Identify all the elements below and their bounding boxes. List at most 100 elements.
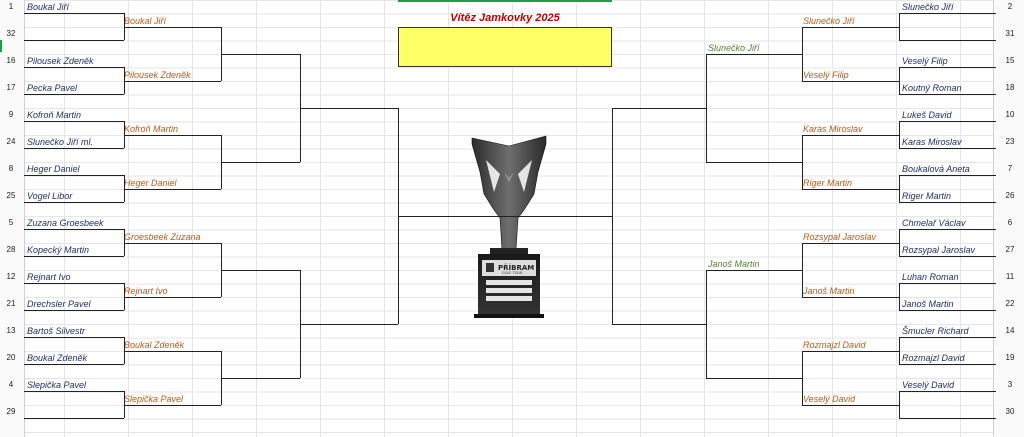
bracket-line [802, 189, 899, 190]
selection-border [398, 0, 612, 2]
round2-name[interactable]: Rozmajzl David [803, 340, 866, 350]
bracket-line [124, 135, 221, 136]
bracket-line [124, 13, 125, 40]
player-name[interactable]: Slepička Pavel [27, 380, 87, 390]
seed-number: 30 [1005, 407, 1015, 416]
seed-number: 15 [1005, 56, 1015, 65]
round2-name[interactable]: Slepička Pavel [124, 394, 184, 404]
bracket-line [124, 297, 221, 298]
seed-number: 20 [6, 353, 16, 362]
bracket-line [124, 337, 125, 364]
player-name[interactable]: Heger Daniel [27, 164, 80, 174]
player-name[interactable]: Slunečko Jiří ml. [27, 137, 94, 147]
player-name[interactable]: Veselý Filip [902, 56, 948, 66]
player-name[interactable]: Zuzana Groesbeek [27, 218, 104, 228]
player-name[interactable]: Veselý David [902, 380, 955, 390]
bracket-line [706, 378, 802, 379]
player-name[interactable]: Luhan Roman [902, 272, 959, 282]
bracket-line [706, 162, 802, 163]
round2-name[interactable]: Pilousek Zdeněk [124, 70, 191, 80]
bracket-line [802, 27, 899, 28]
bracket-line [221, 378, 300, 379]
bracket-line [24, 175, 124, 176]
player-name[interactable]: Drechsler Pavel [27, 299, 91, 309]
seed-number: 23 [1005, 137, 1015, 146]
seed-number: 24 [6, 137, 16, 146]
bracket-line [899, 256, 996, 257]
player-name[interactable]: Šmucler Richard [902, 326, 969, 336]
bracket-line [899, 148, 996, 149]
seed-number: 28 [6, 245, 16, 254]
player-name[interactable]: Karas Miroslav [902, 137, 962, 147]
round4-name[interactable]: Janoš Martin [708, 259, 760, 269]
round2-name[interactable]: Slunečko Jiří [803, 16, 855, 26]
seed-number: 10 [1005, 110, 1015, 119]
player-name[interactable]: Chmelař Václav [902, 218, 966, 228]
player-name[interactable]: Riger Martin [902, 191, 952, 201]
bracket-line [802, 81, 899, 82]
bracket-line [899, 175, 996, 176]
bracket-line [899, 121, 996, 122]
player-name[interactable]: Vogel Libor [27, 191, 73, 201]
seed-number: 6 [1007, 218, 1013, 227]
round2-name[interactable]: Boukal Zdeněk [124, 340, 185, 350]
bracket-line [124, 243, 221, 244]
bracket-line [802, 297, 899, 298]
round2-name[interactable]: Veselý Filip [803, 70, 849, 80]
bracket-line [802, 27, 803, 81]
trophy-icon: PŘÍBRAM GOLF TOUR [471, 135, 547, 318]
right-gutter-column [993, 0, 1024, 437]
bracket-line [24, 67, 124, 68]
bracket-line [612, 108, 613, 324]
round2-name[interactable]: Karas Miroslav [803, 124, 863, 134]
player-name[interactable]: Rejnart Ivo [27, 272, 71, 282]
player-name[interactable]: Janoš Martin [902, 299, 954, 309]
seed-number: 31 [1005, 29, 1015, 38]
seed-number: 5 [8, 218, 14, 227]
bracket-line [24, 121, 124, 122]
player-name[interactable]: Kopecký Martin [27, 245, 90, 255]
round4-name[interactable]: Slunečko Jiří [708, 43, 760, 53]
player-name[interactable]: Boukal Jiří [27, 2, 70, 12]
seed-number: 9 [8, 110, 14, 119]
bracket-line [24, 256, 124, 257]
round2-name[interactable]: Boukal Jiří [124, 16, 167, 26]
bracket-line [899, 13, 996, 14]
round2-name[interactable]: Riger Martin [803, 178, 853, 188]
round2-name[interactable]: Groesbeek Zuzana [124, 232, 201, 242]
page-title: Vítěz Jamkovky 2025 [450, 12, 560, 24]
seed-number: 11 [1005, 272, 1015, 281]
bracket-line [899, 337, 900, 364]
round2-name[interactable]: Rejnart Ivo [124, 286, 168, 296]
player-name[interactable]: Kofroň Martin [27, 110, 82, 120]
player-name[interactable]: Koutný Roman [902, 83, 962, 93]
bracket-line [899, 283, 996, 284]
bracket-line [24, 283, 124, 284]
round2-name[interactable]: Rozsypal Jaroslav [803, 232, 877, 242]
round2-name[interactable]: Janoš Martin [803, 286, 855, 296]
bracket-line [899, 310, 996, 311]
player-name[interactable]: Bartoš Silvestr [27, 326, 86, 336]
trophy-plate-brand: PŘÍBRAM [498, 263, 534, 272]
player-name[interactable]: Rozmajzl David [902, 353, 965, 363]
round2-name[interactable]: Veselý David [803, 394, 856, 404]
player-name[interactable]: Lukeš David [902, 110, 952, 120]
bracket-line [124, 121, 125, 148]
seed-number: 16 [6, 56, 16, 65]
player-name[interactable]: Boukal Zdeněk [27, 353, 88, 363]
winner-cell[interactable] [398, 27, 612, 67]
seed-number: 3 [1007, 380, 1013, 389]
bracket-line [899, 337, 996, 338]
player-name[interactable]: Boukalová Aneta [902, 164, 970, 174]
bracket-line [899, 283, 900, 310]
player-name[interactable]: Slunečko Jiří [902, 2, 954, 12]
player-name[interactable]: Pecka Pavel [27, 83, 78, 93]
bracket-line [24, 13, 124, 14]
player-name[interactable]: Rozsypal Jaroslav [902, 245, 976, 255]
round2-name[interactable]: Kofroň Martin [124, 124, 179, 134]
bracket-line [899, 418, 996, 419]
player-name[interactable]: Pilousek Zdeněk [27, 56, 94, 66]
bracket-line [802, 243, 803, 297]
round2-name[interactable]: Heger Daniel [124, 178, 177, 188]
bracket-line [124, 283, 125, 310]
